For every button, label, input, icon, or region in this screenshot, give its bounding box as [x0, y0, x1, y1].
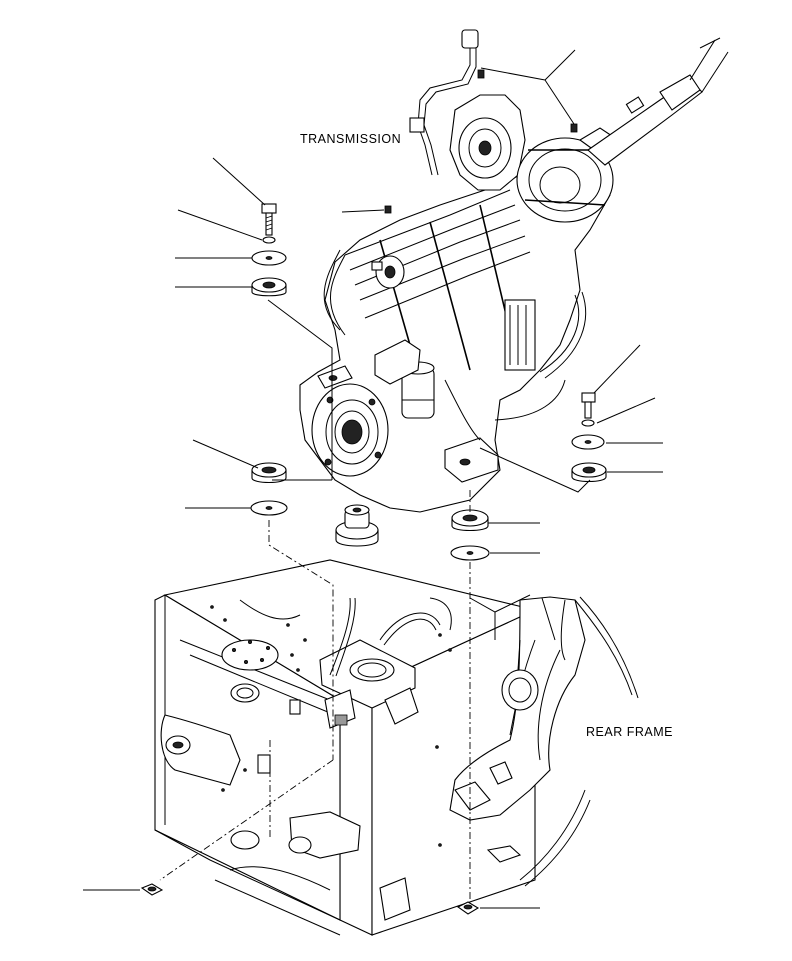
top-bolt-2 [570, 123, 578, 133]
leader-lines [83, 49, 663, 909]
rear-frame-label: REAR FRAME [586, 725, 673, 739]
mount-bolt-right [581, 392, 596, 419]
rubber-mount-upper-left [251, 277, 287, 297]
center-stopper [335, 504, 379, 547]
left-mount-stack [250, 203, 379, 547]
mount-bolt-left [261, 203, 277, 236]
rear-frame [154, 559, 639, 936]
breather-screw [384, 205, 392, 214]
lock-washer-right [581, 419, 595, 427]
top-bolt-1 [477, 69, 485, 79]
flat-washer-right [571, 434, 605, 450]
lock-washer-left [262, 236, 276, 244]
flat-washer-lower-left [250, 500, 288, 516]
bottom-nut-left [140, 883, 164, 896]
transmission-assembly [299, 29, 729, 513]
transmission-label: TRANSMISSION [300, 132, 401, 146]
center-lines [159, 490, 471, 902]
bottom-nut-right [456, 901, 480, 915]
rubber-mount-lower-right [451, 509, 489, 532]
right-mount-stack [384, 69, 607, 561]
rubber-mount-upper-right [571, 462, 607, 483]
flat-washer-lower-right [450, 545, 490, 561]
rubber-mount-lower-left [251, 462, 287, 484]
